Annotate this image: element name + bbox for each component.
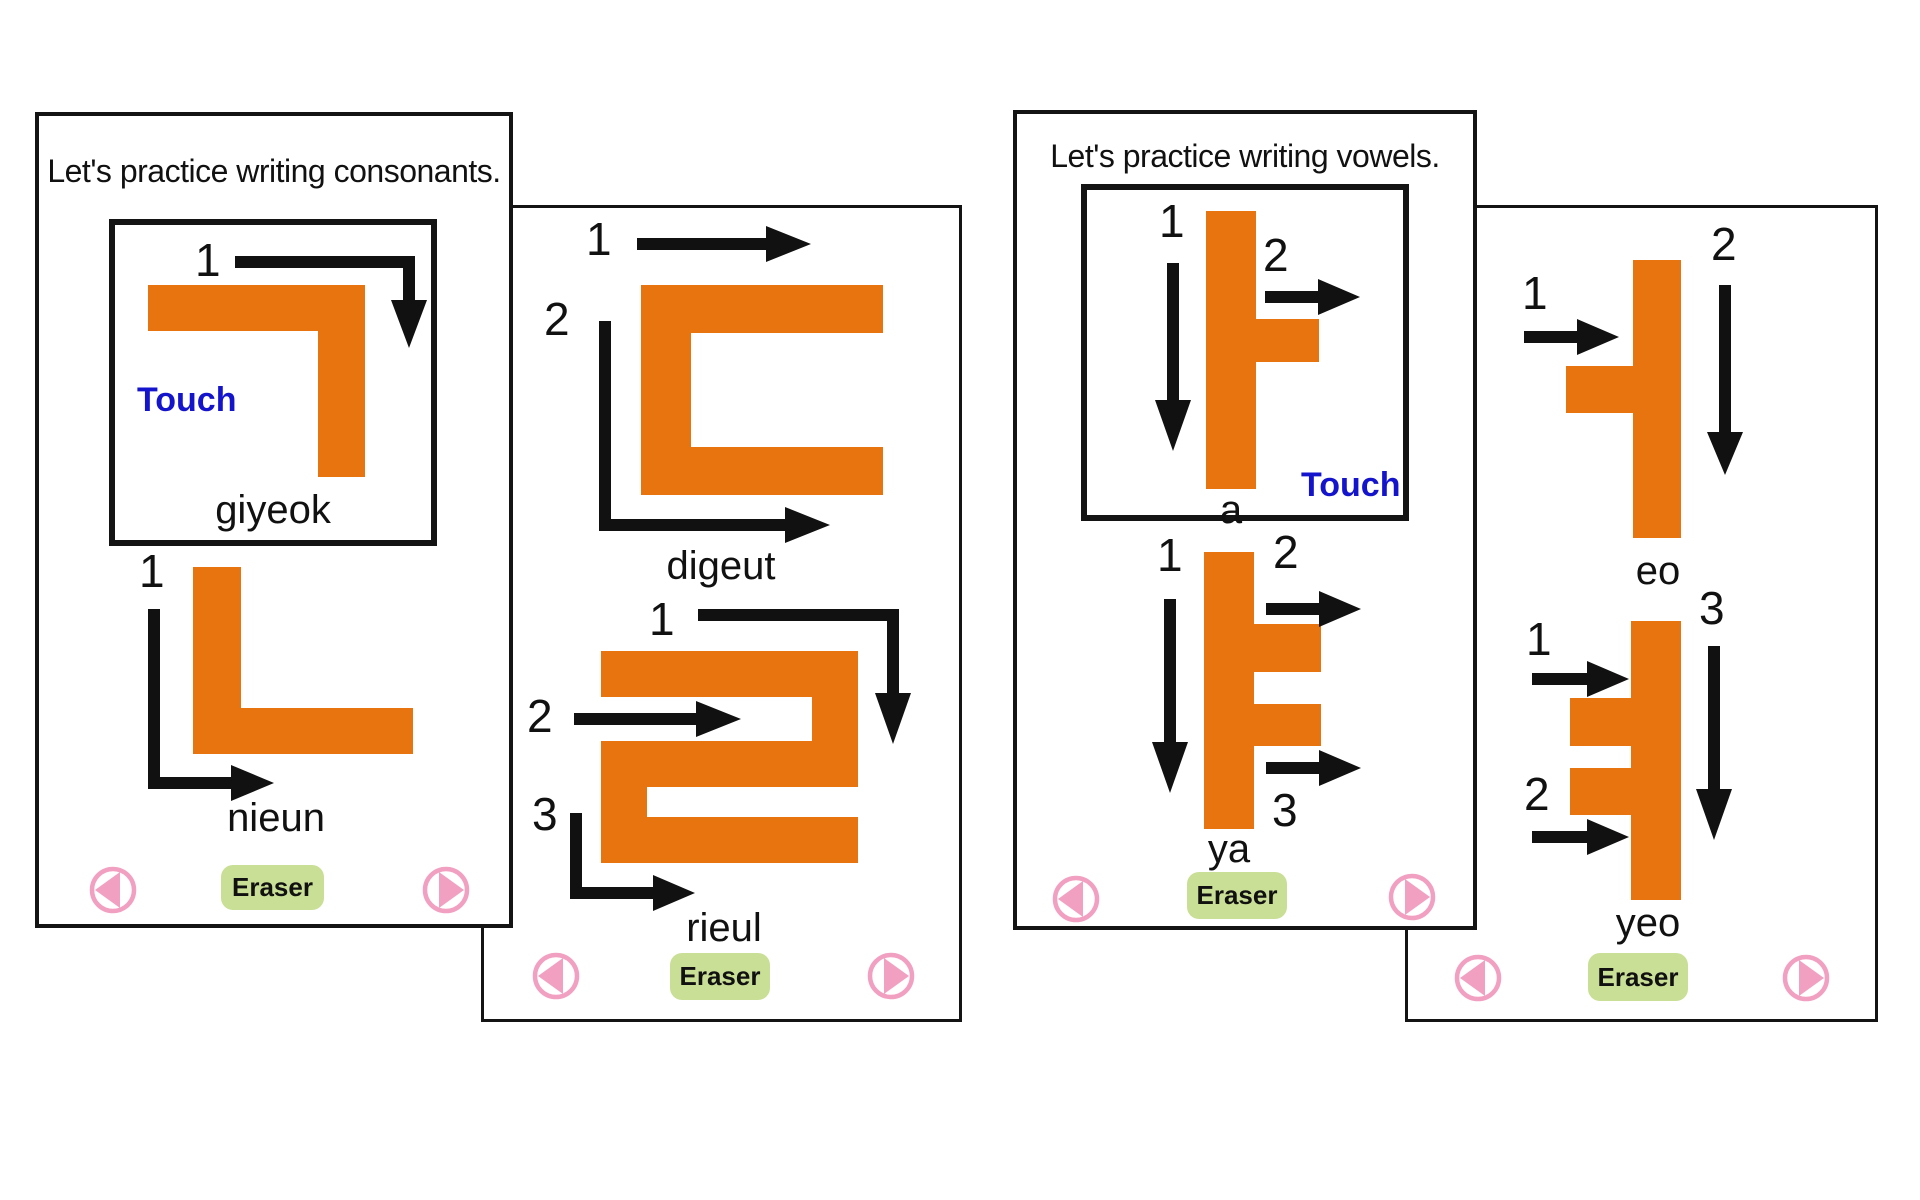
prev-icon <box>1052 875 1100 923</box>
prev-button[interactable] <box>530 950 582 1002</box>
glyph-label-yeo: yeo <box>1615 901 1681 945</box>
stroke-number: 1 <box>586 213 612 265</box>
stroke-number: 2 <box>1524 768 1550 820</box>
rieul-bottom-bar <box>601 817 858 863</box>
glyph-label-rieul: rieul <box>686 906 762 950</box>
giyeok-vertical-bar <box>318 285 365 477</box>
stroke-number: 2 <box>1273 526 1299 578</box>
eraser-button[interactable]: Eraser <box>670 953 770 1000</box>
stroke-2-arrow-icon <box>599 321 830 543</box>
nieun-horizontal-bar <box>193 708 413 754</box>
glyph-label-digeut: digeut <box>666 544 776 588</box>
panel-digeut-rieul: 1 2 digeut 1 2 3 rieul <box>481 205 962 1022</box>
touch-hint: Touch <box>137 381 237 419</box>
stroke-2-arrow-icon <box>574 701 741 737</box>
panel-eo-yeo: 1 2 eo 1 2 3 yeo <box>1405 205 1878 1022</box>
stroke-1-arrow-icon <box>235 256 427 348</box>
stroke-2-arrow-icon <box>1265 279 1360 315</box>
stroke-3-arrow-icon <box>1696 646 1732 840</box>
a-vertical-bar <box>1206 211 1256 489</box>
prev-button[interactable] <box>1050 873 1102 925</box>
ya-nub-bar-2 <box>1254 704 1321 746</box>
stroke-1-arrow-icon <box>1524 319 1619 355</box>
glyph-label-nieun: nieun <box>227 796 325 840</box>
stroke-1-arrow-icon <box>698 609 911 744</box>
next-button[interactable] <box>420 864 472 916</box>
eraser-button[interactable]: Eraser <box>1588 953 1688 1001</box>
prev-icon <box>532 952 580 1000</box>
ya-nub-bar-1 <box>1254 624 1321 672</box>
stroke-number: 1 <box>1157 529 1183 581</box>
next-button[interactable] <box>1780 952 1832 1004</box>
a-touch-area[interactable]: 1 2 Touch a <box>1081 184 1409 530</box>
stroke-1-arrow-icon <box>1152 599 1188 793</box>
next-icon <box>422 866 470 914</box>
stroke-number: 2 <box>544 293 570 345</box>
stroke-1-arrow-icon <box>1155 263 1191 451</box>
eo-nub-bar <box>1566 366 1633 413</box>
glyph-label-ya: ya <box>1207 827 1251 871</box>
yeo-vertical-bar <box>1631 621 1681 900</box>
prev-icon <box>1454 954 1502 1002</box>
yeo-nub-bar-2 <box>1570 768 1631 815</box>
next-icon <box>1388 873 1436 921</box>
stroke-number: 2 <box>527 690 553 742</box>
stroke-number: 1 <box>195 234 221 286</box>
yeo-nub-bar-1 <box>1570 698 1631 746</box>
stroke-1-arrow-icon <box>148 609 274 801</box>
stroke-number: 2 <box>1711 218 1737 270</box>
stroke-number: 3 <box>1272 784 1298 836</box>
eo-vertical-bar <box>1633 260 1681 538</box>
stroke-number: 1 <box>1159 195 1185 247</box>
stroke-number: 1 <box>1522 267 1548 319</box>
stroke-number: 3 <box>1699 582 1725 634</box>
stroke-1-arrow-icon <box>1532 661 1629 697</box>
stroke-2-arrow-icon <box>1707 285 1743 475</box>
next-icon <box>1782 954 1830 1002</box>
panel-consonants: Let's practice writing consonants. 1 Tou… <box>35 112 513 928</box>
eraser-button[interactable]: Eraser <box>1187 872 1287 919</box>
digeut-bottom-bar <box>641 447 883 495</box>
glyph-label-a: a <box>1219 488 1243 532</box>
stroke-3-arrow-icon <box>1266 750 1361 786</box>
stroke-number: 3 <box>532 788 558 840</box>
stroke-number: 1 <box>649 593 675 645</box>
giyeok-touch-area[interactable]: 1 Touch giyeok <box>109 219 437 546</box>
next-button[interactable] <box>1386 871 1438 923</box>
eraser-button[interactable]: Eraser <box>221 865 324 910</box>
ya-vertical-bar <box>1204 552 1254 829</box>
stroke-number: 1 <box>1526 613 1552 665</box>
prev-icon <box>89 866 137 914</box>
stroke-3-arrow-icon <box>570 813 695 911</box>
next-button[interactable] <box>865 950 917 1002</box>
prev-button[interactable] <box>87 864 139 916</box>
stroke-1-arrow-icon <box>637 226 811 262</box>
panel-vowels: Let's practice writing vowels. 1 2 Touch… <box>1013 110 1477 930</box>
next-icon <box>867 952 915 1000</box>
glyph-label-giyeok: giyeok <box>215 488 331 532</box>
a-nub-bar <box>1256 319 1319 362</box>
touch-hint: Touch <box>1301 466 1401 504</box>
stroke-2-arrow-icon <box>1266 591 1361 627</box>
stroke-number: 1 <box>139 545 165 597</box>
panel-title: Let's practice writing consonants. <box>47 153 501 189</box>
stroke-2-arrow-icon <box>1532 819 1629 855</box>
prev-button[interactable] <box>1452 952 1504 1004</box>
stroke-number: 2 <box>1263 229 1289 281</box>
panel-title: Let's practice writing vowels. <box>1050 138 1440 174</box>
glyph-label-eo: eo <box>1635 549 1681 593</box>
